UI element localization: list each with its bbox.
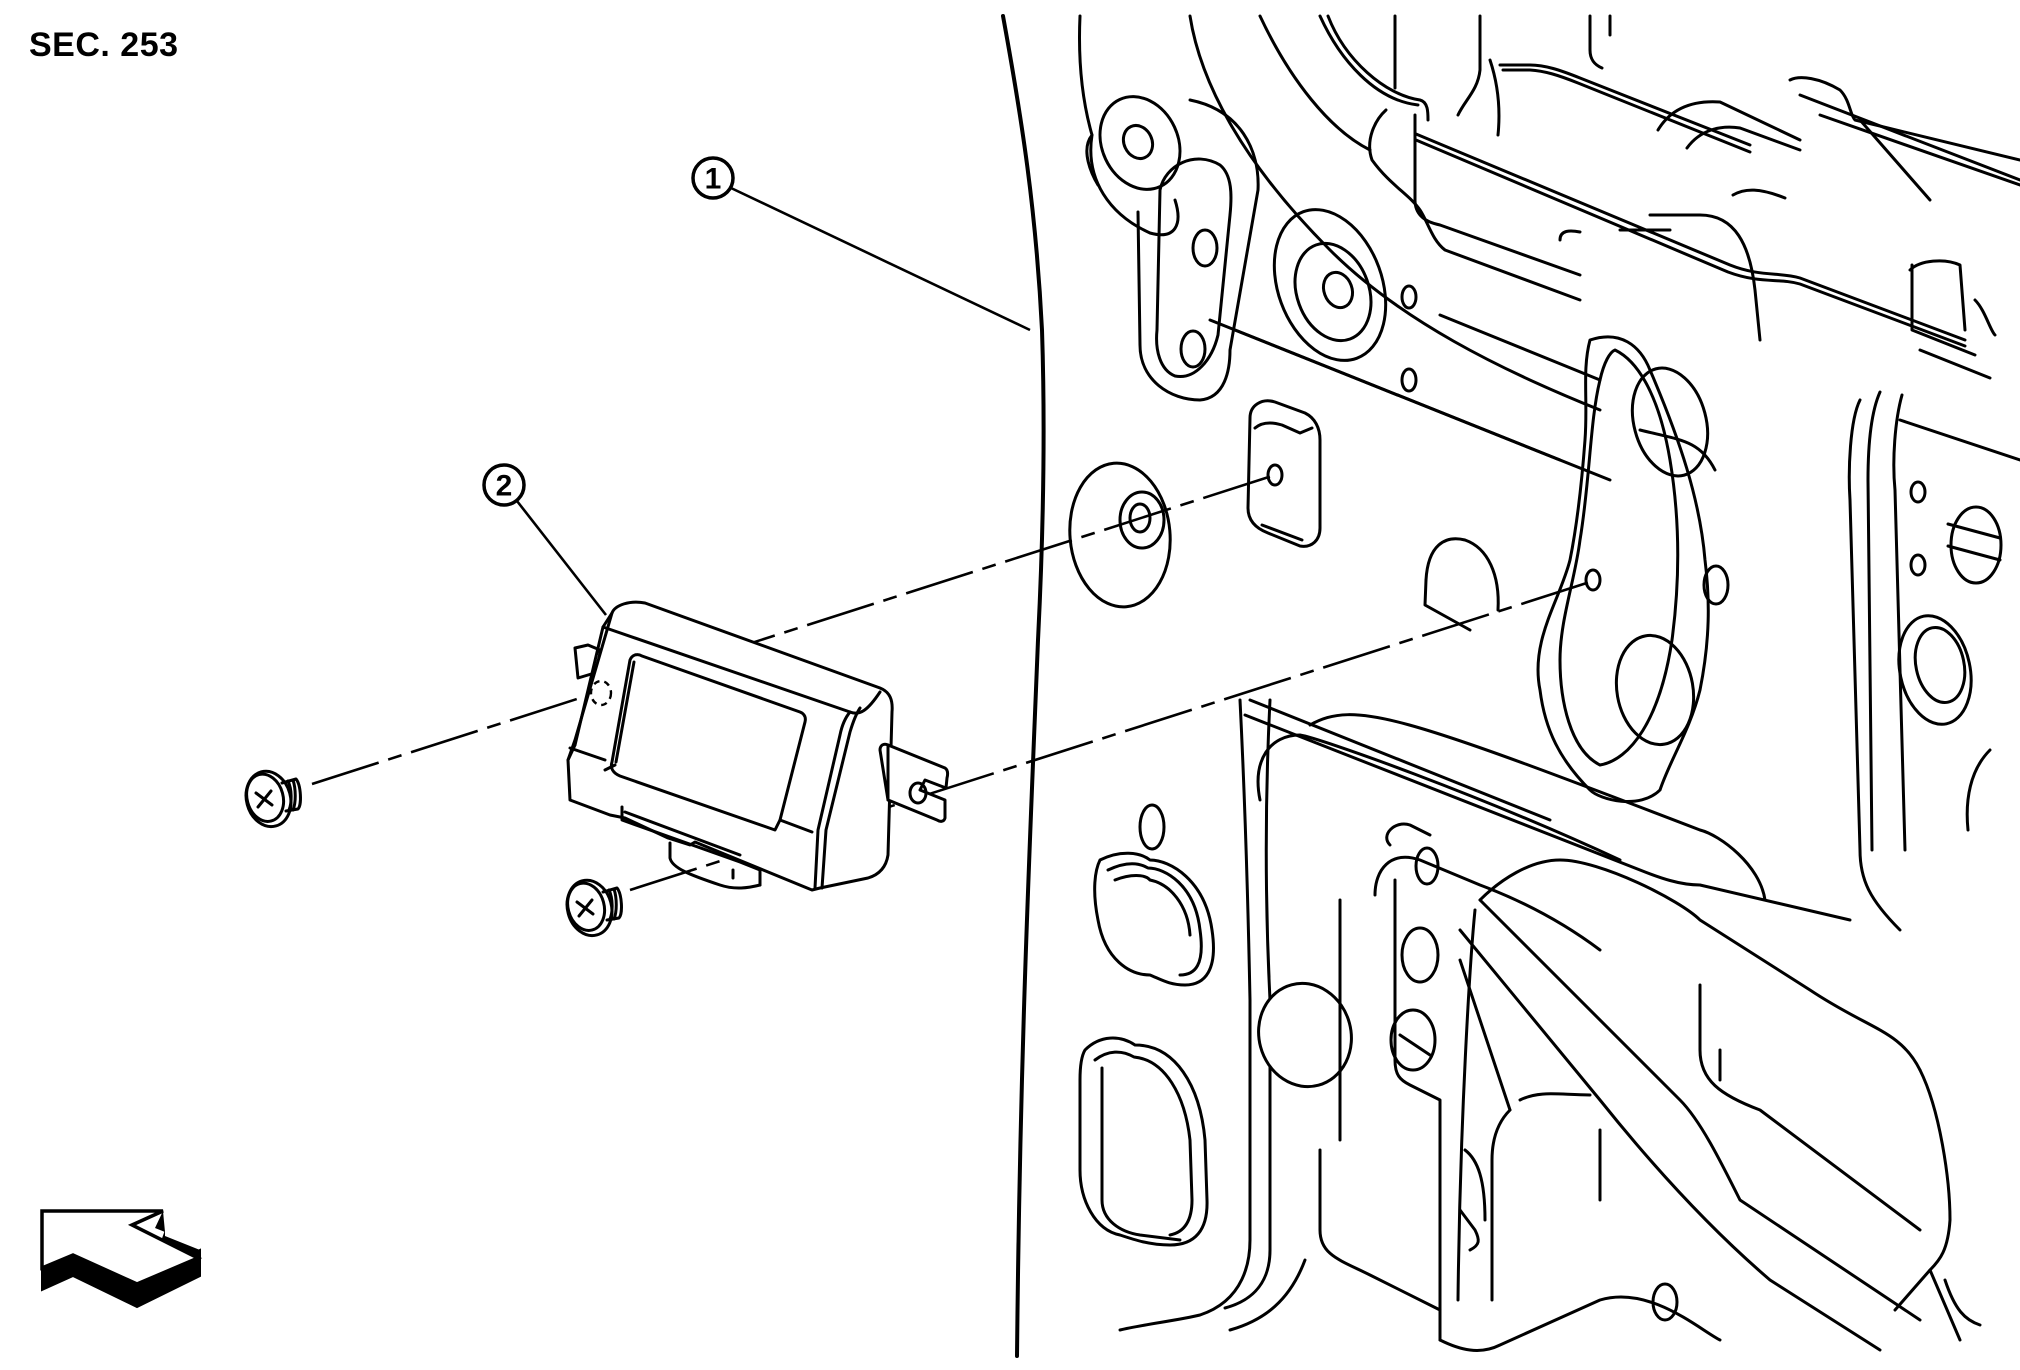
callout-2-number: 2 — [496, 470, 513, 503]
callout-1-number: 1 — [705, 163, 722, 196]
mounting-hole-upper — [1266, 463, 1284, 487]
view-direction-arrow-icon — [40, 1209, 203, 1309]
mounting-hole-lower — [1584, 568, 1602, 592]
panel-round-plug — [1257, 981, 1353, 1089]
panel-oval-grommet — [1093, 851, 1215, 987]
callout-1-leader — [730, 186, 1031, 332]
control-unit-body — [566, 600, 894, 892]
phillips-cross-icon — [575, 898, 595, 918]
panel-lower-bracket — [1393, 878, 1442, 1342]
section-label: SEC. 253 — [29, 26, 179, 64]
boss-ring-outer — [1272, 208, 1388, 362]
panel-outer-edge — [1001, 14, 1046, 1358]
callout-2-circle — [482, 463, 526, 507]
panel-flange-upper — [1078, 14, 1100, 187]
panel-square-boss — [1246, 399, 1322, 548]
boss-hole-top — [1098, 95, 1182, 191]
alignment-lines — [311, 474, 1591, 892]
callout-2[interactable]: 2 — [482, 463, 608, 616]
callout-1-circle — [691, 156, 735, 200]
alignment-line-upper — [311, 474, 1273, 786]
control-unit — [566, 600, 950, 892]
panel-large-oval-grommet — [1078, 1036, 1209, 1247]
panel-tab-two-holes — [1136, 98, 1260, 402]
control-unit-label-window — [609, 653, 807, 832]
phillips-cross-icon — [254, 789, 274, 809]
screw-upper — [244, 769, 302, 829]
body-panel — [1001, 14, 2020, 1358]
screw-lower — [565, 878, 623, 938]
callout-1[interactable]: 1 — [691, 156, 1031, 332]
callout-2-leader — [515, 500, 608, 616]
